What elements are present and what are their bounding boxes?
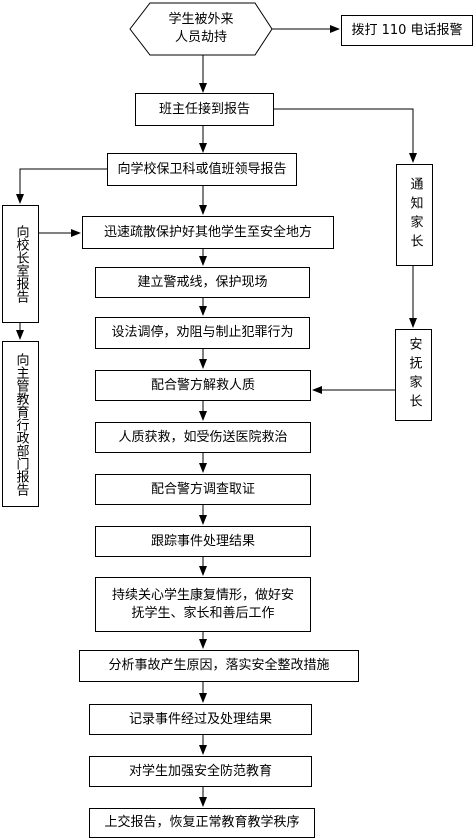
start-hexagon <box>129 2 273 56</box>
step-education-box: 对学生加强安全防范教育 <box>89 756 312 787</box>
comfort-parents-box: 安抚家长 <box>395 329 432 421</box>
step-education-text: 对学生加强安全防范教育 <box>128 763 272 779</box>
step-submit-report-box: 上交报告，恢复正常教育教学秩序 <box>89 808 315 838</box>
step-submit-report-text: 上交报告，恢复正常教育教学秩序 <box>104 815 300 830</box>
start-node-label: 学生被外来 人员劫持 <box>130 3 272 55</box>
step-cordon-box: 建立警戒线，保护现场 <box>95 267 310 298</box>
step-hospital-box: 人质获救，如受伤送医院救治 <box>95 422 311 453</box>
step-cordon-text: 建立警戒线，保护现场 <box>137 274 268 290</box>
step-rescue-text: 配合警方解救人质 <box>150 377 255 393</box>
step-care-box: 持续关心学生康复情形，做好安 抚学生、家长和善后工作 <box>95 577 311 632</box>
step-mediate-box: 设法调停，劝阻与制止犯罪行为 <box>95 317 310 349</box>
start-line-1: 学生被外来 <box>168 12 234 27</box>
arrow-to-principal <box>16 168 107 204</box>
teacher-report-box: 班主任接到报告 <box>135 93 274 126</box>
step-analyze-text: 分析事故产生原因，落实安全整改措施 <box>108 658 330 673</box>
step-rescue-box: 配合警方解救人质 <box>95 370 311 401</box>
education-dept-report-text: 向主管教育行政部门报告 <box>13 352 29 496</box>
comfort-parents-text: 安抚家长 <box>406 337 422 413</box>
notify-parents-box: 通知家长 <box>396 164 433 266</box>
education-dept-report-box: 向主管教育行政部门报告 <box>2 341 39 507</box>
step-hospital-text: 人质获救，如受伤送医院救治 <box>118 429 288 445</box>
step-care-text-line-1: 持续关心学生康复情形，做好安 <box>111 587 294 603</box>
call-police-box: 拨打 110 电话报警 <box>341 15 473 46</box>
step-mediate-text: 设法调停，劝阻与制止犯罪行为 <box>111 325 294 340</box>
step-record-box: 记录事件经过及处理结果 <box>89 704 312 735</box>
step-investigate-text: 配合警方调查取证 <box>150 481 255 497</box>
principal-report-text: 向校长室报告 <box>13 225 29 303</box>
step-analyze-box: 分析事故产生原因，落实安全整改措施 <box>79 650 359 682</box>
notify-parents-text: 通知家长 <box>407 177 423 253</box>
security-report-text: 向学校保卫科或值班领导报告 <box>117 161 287 177</box>
step-care-text-line-2: 抚学生、家长和善后工作 <box>131 605 275 621</box>
step-record-text: 记录事件经过及处理结果 <box>128 711 272 727</box>
step-evacuate-text: 迅速疏散保护好其他学生至安全地方 <box>103 224 312 240</box>
step-follow-up-box: 跟踪事件处理结果 <box>95 526 311 557</box>
step-follow-up-text: 跟踪事件处理结果 <box>150 533 255 549</box>
security-report-box: 向学校保卫科或值班领导报告 <box>107 153 297 186</box>
principal-report-box: 向校长室报告 <box>2 205 39 323</box>
step-investigate-box: 配合警方调查取证 <box>95 474 311 505</box>
call-police-text: 拨打 110 电话报警 <box>351 22 463 38</box>
step-evacuate-box: 迅速疏散保护好其他学生至安全地方 <box>82 216 334 249</box>
start-line-2: 人员劫持 <box>174 30 227 45</box>
teacher-report-text: 班主任接到报告 <box>158 101 250 117</box>
arrow-to-notify-parents <box>274 108 417 163</box>
